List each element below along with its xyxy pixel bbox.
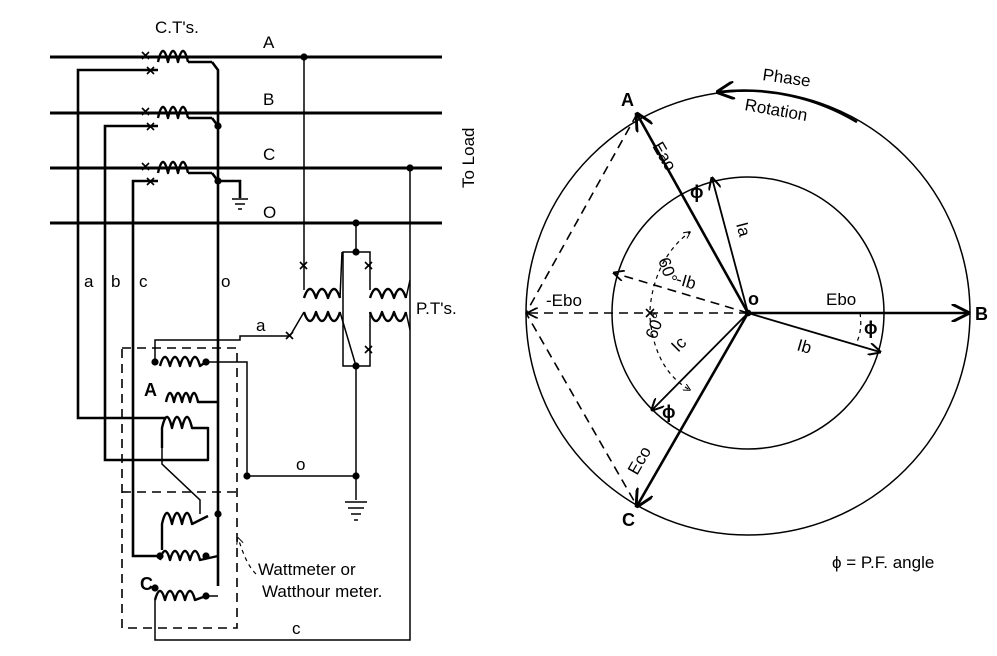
lead-label-o: o [221,272,230,291]
vector-eao [637,114,750,314]
phi-arc-right [855,312,862,345]
phasor-diagram: Phase Rotation A B C o Eao Ebo Eco -Ebo … [525,65,988,572]
bus-label-c: C [263,145,275,164]
ct-coils [156,49,212,175]
ct-coil-b [156,105,212,120]
phase-rotation-line1: Phase [761,65,811,91]
ct-polarity-marks [141,51,155,186]
bus-label-b: B [263,90,274,109]
vector-ia [712,178,749,314]
pt-lead-c-label: c [292,619,301,638]
phi-right: ϕ [864,318,878,338]
to-load-label: To Load [459,128,478,189]
label-ic: Ic [667,333,690,356]
voltage-triangle [525,113,638,507]
pt-label: P.T's. [416,299,457,318]
circuit-diagram: A B C O To Load C.T's. [50,18,478,641]
meter-note-leader [238,538,257,575]
phi-bottom: ϕ [662,402,676,422]
ct-coil-c [156,160,212,175]
bus-label-a: A [263,33,275,52]
pt-transformers [154,53,414,641]
lead-label-a: a [84,272,94,291]
angle-arc-bottom [649,317,690,390]
phasor-origin: o [748,289,759,309]
vector-neg-ib [614,273,749,314]
label-eco: Eco [624,443,655,478]
phasor-point-c: C [622,510,635,530]
vector-ic [652,312,749,410]
lead-label-c: c [139,272,148,291]
bus-label-o: O [263,203,276,222]
ct-label: C.T's. [155,18,199,37]
phi-legend: ϕ = P.F. angle [832,553,934,572]
label-neg-ebo: -Ebo [546,291,582,310]
phasor-point-a: A [621,90,634,110]
phi-top: ϕ [690,182,704,202]
label-ib: Ib [795,336,814,358]
ground-symbol-ct [232,198,248,210]
ct-coil-a [156,49,212,64]
lead-label-b: b [111,272,120,291]
meter-element-a: A [144,380,157,400]
label-60-bottom: 60° [642,311,669,342]
ground-symbol-pt [345,501,367,521]
phasor-point-b: B [975,304,988,324]
pt-lead-a-label: a [256,316,266,335]
angle-arc-top [649,232,690,311]
label-ia: Ia [732,220,754,239]
meter-element-c: C [140,574,153,594]
bus-lines [50,55,442,225]
meter-note-line2: Watthour meter. [262,582,382,601]
vector-eco [637,312,750,506]
meter-note-line1: Wattmeter or [258,560,356,579]
vector-ib [747,312,880,352]
phase-rotation-arrow [718,91,858,124]
label-ebo: Ebo [826,290,856,309]
label-neg-ib: -Ib [674,270,698,294]
pt-lead-o-label: o [296,455,305,474]
meter-box [121,347,248,629]
ct-leads [76,61,242,586]
phase-rotation-line2: Rotation [743,95,809,125]
